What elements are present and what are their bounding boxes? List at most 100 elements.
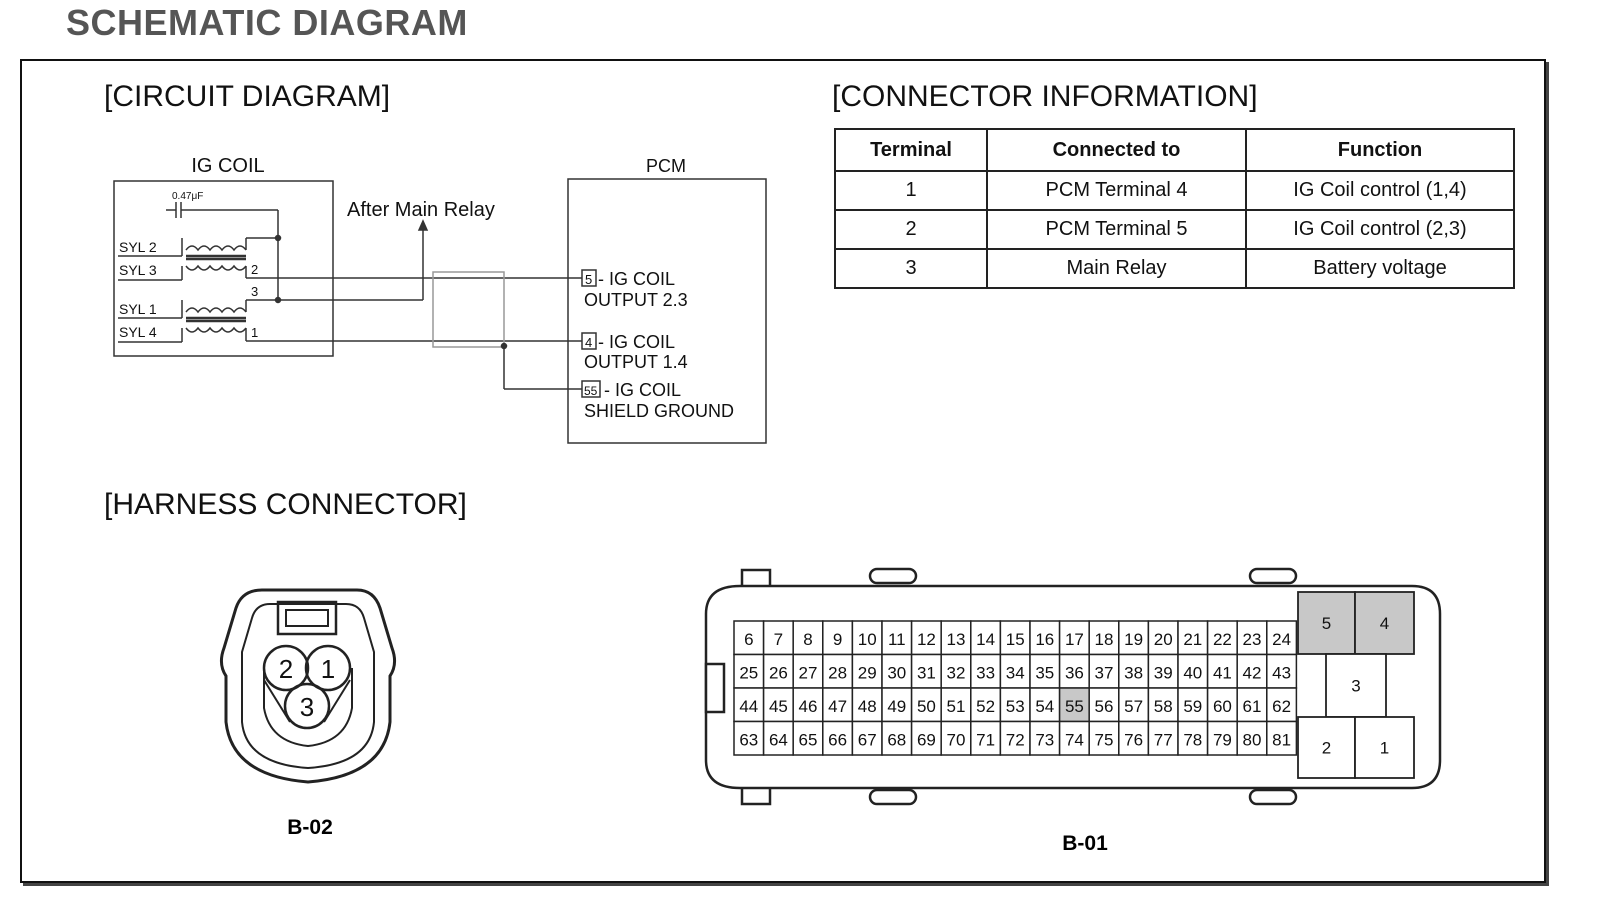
b01-label: B-01: [1062, 832, 1108, 855]
b01-pin-number: 45: [769, 697, 788, 716]
connected-to-cell: PCM Terminal 4: [986, 170, 1247, 211]
b01-large-pin-number: 1: [1380, 739, 1389, 758]
b01-pin-cell: [1058, 620, 1090, 656]
b02-pin-labels: 2 1 3: [279, 654, 335, 722]
b01-pin-number: 75: [1095, 730, 1114, 749]
b01-pin-cell: [1118, 687, 1150, 723]
b01-pin-number: 36: [1065, 663, 1084, 682]
b01-pin-number: 76: [1124, 730, 1143, 749]
b01-large-pin-number: 3: [1351, 677, 1360, 696]
b01-pin-number: 29: [858, 663, 877, 682]
b01-pin-number: 68: [887, 730, 906, 749]
b01-pin-cell: [851, 720, 883, 756]
b01-pin-number: 59: [1183, 697, 1202, 716]
b01-pin-number: 61: [1243, 697, 1262, 716]
b01-pin-number: 35: [1035, 663, 1054, 682]
pcm-pin-line2: OUTPUT 2.3: [584, 290, 688, 310]
b01-pin-cell: [970, 620, 1002, 656]
terminal-cell: 3: [834, 248, 988, 289]
b01-pin-number: 52: [976, 697, 995, 716]
b01-pin-number: 37: [1095, 663, 1114, 682]
b01-pin-number: 65: [799, 730, 818, 749]
b01-pin-number: 43: [1272, 663, 1291, 682]
b01-pin-cell: [1236, 720, 1268, 756]
b01-pin-number: 16: [1035, 630, 1054, 649]
b01-pin-number: 24: [1272, 630, 1291, 649]
b01-pin-cell: [1029, 687, 1061, 723]
b01-pin-number: 12: [917, 630, 936, 649]
b01-pin-number: 21: [1183, 630, 1202, 649]
pcm-pin-line2: OUTPUT 1.4: [584, 352, 688, 372]
b01-pin-number: 63: [739, 730, 758, 749]
b02-pin: 2: [279, 654, 293, 684]
b01-pin-number: 41: [1213, 663, 1232, 682]
connected-to-cell: Main Relay: [986, 248, 1247, 289]
b01-pin-number: 18: [1095, 630, 1114, 649]
b01-pin-number: 46: [799, 697, 818, 716]
b01-pin-number: 42: [1243, 663, 1262, 682]
b01-pin-number: 7: [774, 630, 783, 649]
harness-connector-heading: [HARNESS CONNECTOR]: [104, 488, 467, 521]
b01-pin-number: 49: [887, 697, 906, 716]
b01-pin-number: 15: [1006, 630, 1025, 649]
b01-pin-cell: [1058, 653, 1090, 689]
b01-pin-number: 66: [828, 730, 847, 749]
b01-pin-number: 22: [1213, 630, 1232, 649]
pcm-label: PCM: [646, 156, 686, 176]
b01-large-pin-cell: [1354, 716, 1415, 779]
coil-pin-label: 1: [251, 325, 258, 340]
b01-pin-number: 25: [739, 663, 758, 682]
b01-pin-cell: [1088, 653, 1120, 689]
b01-pin-number: 20: [1154, 630, 1173, 649]
b01-pin-number: 79: [1213, 730, 1232, 749]
b01-pin-cell: [1147, 687, 1179, 723]
b01-pin-cell: [1058, 720, 1090, 756]
b01-pin-number: 81: [1272, 730, 1291, 749]
page-title: SCHEMATIC DIAGRAM: [66, 2, 468, 43]
pcm-pin-number: 5: [585, 272, 592, 287]
b01-connector: [704, 567, 1442, 806]
b01-pin-number: 19: [1124, 630, 1143, 649]
b01-pin-number: 56: [1095, 697, 1114, 716]
pcm-pin-line1: - IG COIL: [604, 380, 681, 400]
b01-pin-number: 44: [739, 697, 758, 716]
after-main-relay-label: After Main Relay: [347, 199, 495, 221]
b01-pin-cell: [999, 620, 1031, 656]
cylinder-label: SYL 3: [119, 262, 157, 278]
b01-pin-cell: [1266, 620, 1298, 656]
b01-pin-cell: [1118, 653, 1150, 689]
table-row: 3 Main Relay Battery voltage: [834, 248, 1515, 289]
terminal-cell: 2: [834, 209, 988, 250]
b01-pin-number: 10: [858, 630, 877, 649]
b01-pin-cell: [1118, 720, 1150, 756]
b01-pin-number: 26: [769, 663, 788, 682]
b01-pin-number: 47: [828, 697, 847, 716]
b01-pin-cell: [1118, 620, 1150, 656]
b01-pin-cell: [792, 687, 824, 723]
b01-pin-cell: [733, 653, 765, 689]
b01-pin-number: 34: [1006, 663, 1025, 682]
pcm-pin-line1: - IG COIL: [598, 269, 675, 289]
b01-pin-number: 17: [1065, 630, 1084, 649]
connector-info-table: Terminal Connected to Function 1 PCM Ter…: [834, 128, 1515, 289]
b01-pin-number: 67: [858, 730, 877, 749]
b01-large-pin-number: 2: [1322, 739, 1331, 758]
b01-pin-cell: [1266, 720, 1298, 756]
coil-pin-label: 3: [251, 284, 258, 299]
b01-pin-cell: [1029, 653, 1061, 689]
b01-pin-cell: [733, 620, 765, 656]
b02-label: B-02: [287, 816, 333, 839]
header-connected-to: Connected to: [986, 128, 1247, 172]
b02-connector: [219, 588, 397, 784]
b01-pin-number: 28: [828, 663, 847, 682]
b01-pin-cell: [792, 720, 824, 756]
b01-pin-cell: [881, 720, 913, 756]
b01-pin-number: 33: [976, 663, 995, 682]
b01-pin-cell: [1029, 720, 1061, 756]
table-row: 1 PCM Terminal 4 IG Coil control (1,4): [834, 170, 1515, 211]
b01-pin-number: 69: [917, 730, 936, 749]
b01-pin-number: 27: [799, 663, 818, 682]
b01-pin-number: 40: [1183, 663, 1202, 682]
cylinder-label: SYL 4: [119, 324, 157, 340]
